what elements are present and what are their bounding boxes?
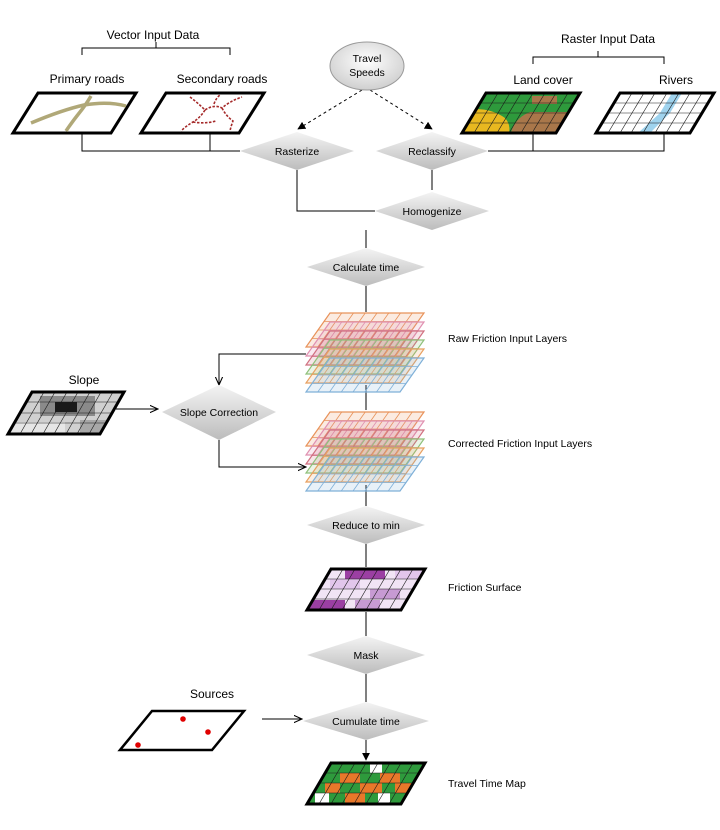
travel-time-map — [304, 761, 428, 806]
corrected-friction-layer-stack — [304, 411, 426, 492]
slope-correction-label: Slope Correction — [180, 407, 258, 419]
raw-to-slope-correction-arrow — [219, 353, 306, 385]
rivers-map — [593, 91, 717, 135]
vector-brace — [81, 42, 231, 55]
travel-speeds-line2: Speeds — [349, 67, 385, 79]
friction-layer — [304, 357, 426, 393]
land-cover-label: Land cover — [513, 73, 572, 87]
slope-correction-step: Slope Correction — [162, 385, 276, 440]
travel-time-map-label: Travel Time Map — [448, 778, 526, 790]
sources-label: Sources — [190, 687, 234, 701]
slope-label: Slope — [69, 373, 100, 387]
calculate-time-step: Calculate time — [307, 248, 425, 286]
primary-roads-map — [10, 91, 139, 135]
cumulate-time-step: Cumulate time — [303, 702, 429, 740]
land-cover-map — [459, 91, 583, 135]
source-point-2 — [205, 729, 211, 735]
corrected-friction-label: Corrected Friction Input Layers — [448, 438, 592, 450]
calculate-time-label: Calculate time — [333, 262, 400, 274]
rivers-label: Rivers — [659, 73, 693, 87]
vector-to-rasterize — [81, 133, 240, 152]
source-point-1 — [180, 716, 186, 722]
connectors — [81, 42, 665, 761]
sources-map — [117, 709, 247, 752]
slope-correction-to-corrected-arrow — [218, 440, 306, 467]
friction-surface-label: Friction Surface — [448, 582, 522, 594]
secondary-roads-label: Secondary roads — [177, 72, 268, 86]
travel-speeds-line1: Travel — [353, 53, 382, 65]
raw-friction-label: Raw Friction Input Layers — [448, 333, 567, 345]
reclassify-label: Reclassify — [408, 146, 457, 158]
cumulate-time-label: Cumulate time — [332, 716, 400, 728]
travel-speeds-node: Travel Speeds — [329, 41, 405, 91]
source-point-3 — [135, 742, 141, 748]
mask-label: Mask — [353, 650, 379, 662]
friction-surface-map — [304, 567, 428, 612]
vector-group-label: Vector Input Data — [107, 28, 200, 42]
primary-roads-label: Primary roads — [50, 72, 125, 86]
homogenize-step: Homogenize — [375, 192, 489, 230]
speeds-to-reclassify-arrow — [369, 89, 433, 130]
rasterize-label: Rasterize — [275, 146, 320, 158]
raster-group-label: Raster Input Data — [561, 32, 655, 46]
reclassify-step: Reclassify — [376, 132, 488, 170]
slope-map — [5, 390, 127, 436]
rasterize-to-homogenize — [296, 170, 375, 212]
secondary-roads-map — [138, 91, 267, 135]
reduce-to-min-step: Reduce to min — [307, 506, 425, 544]
friction-layer — [304, 456, 426, 492]
raster-to-reclassify — [488, 133, 665, 152]
raster-brace — [532, 51, 665, 64]
raw-friction-layer-stack — [304, 312, 426, 393]
reduce-to-min-label: Reduce to min — [332, 520, 400, 532]
homogenize-label: Homogenize — [403, 206, 462, 218]
mask-step: Mask — [307, 636, 425, 674]
speeds-to-rasterize-arrow — [297, 89, 363, 130]
rasterize-step: Rasterize — [240, 132, 354, 170]
